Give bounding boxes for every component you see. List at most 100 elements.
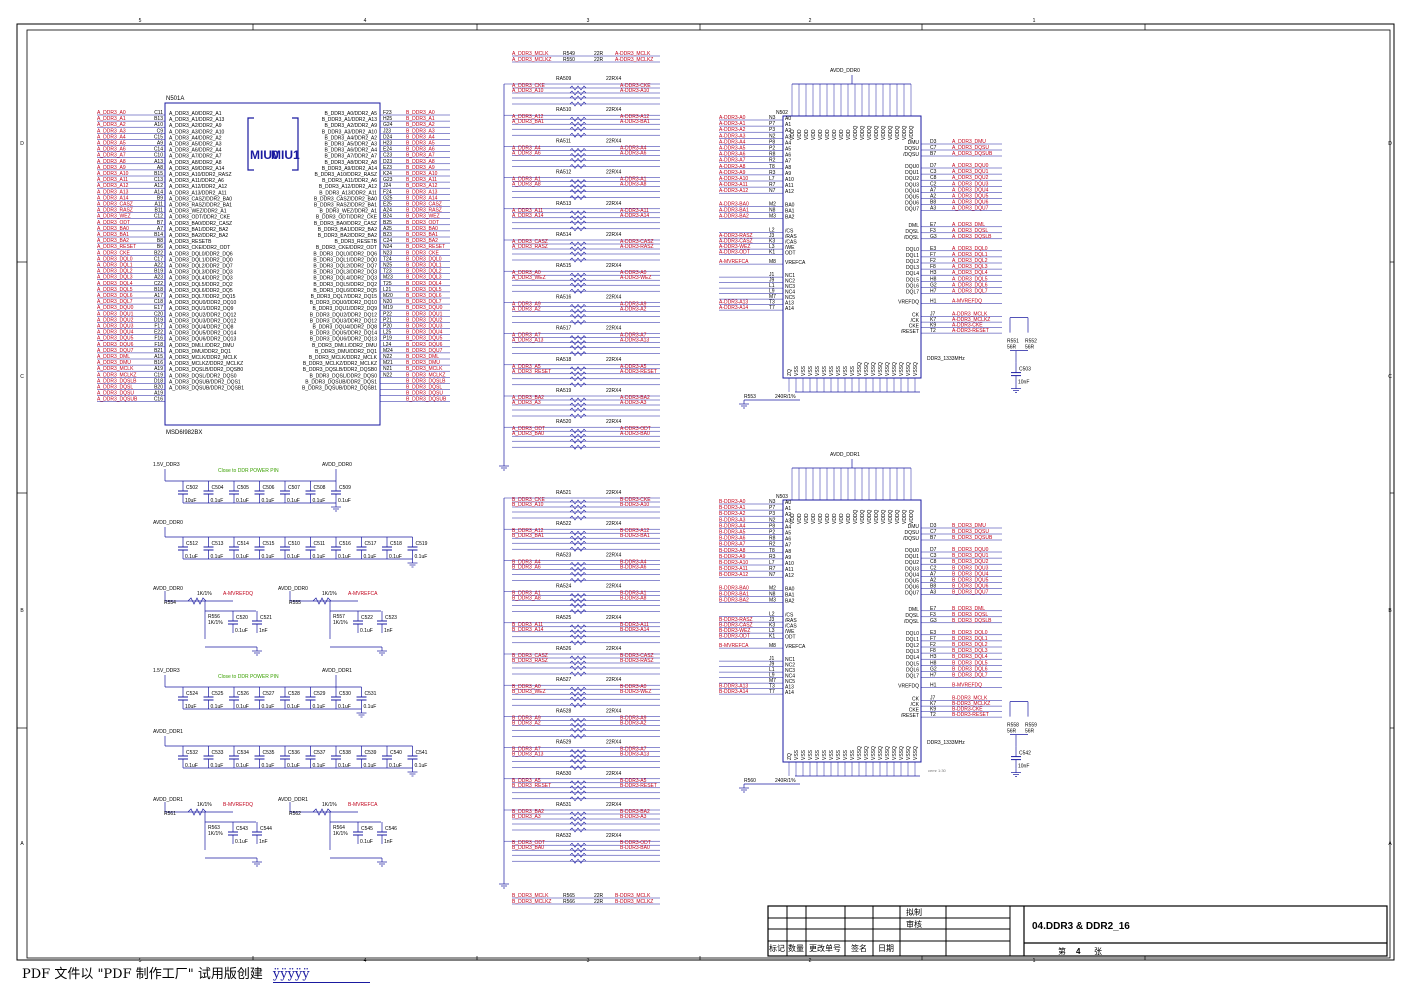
rpack-element	[569, 116, 587, 122]
cap-ref: C534	[237, 750, 249, 756]
chip-left-function: A1	[785, 506, 791, 512]
chip-left-function: VREFCA	[785, 260, 806, 266]
chip-right-pin: E7	[930, 606, 936, 612]
soc-right-net: B_DDR3_A9	[406, 165, 435, 171]
soc-right-net: B_DDR3_DQSU	[406, 391, 443, 397]
rpack-element	[569, 530, 587, 536]
chip-left-pin: P3	[769, 511, 775, 517]
chip-left-function: /WE	[785, 629, 795, 635]
supply-label: AVDD_DDR0	[153, 586, 183, 592]
chip-right-net: B_DDR3_DQSL	[952, 612, 988, 618]
soc-right-net: B_DDR3_A3	[406, 128, 435, 134]
chip-left-net: A-DDR3-WEZ	[719, 244, 750, 250]
soc-right-net: B_DDR3_CASZ	[406, 202, 442, 208]
soc-left-pin: A13	[154, 159, 163, 165]
soc-right-pin: F24	[383, 189, 392, 195]
rpack-ref: RA530	[556, 771, 572, 777]
soc-right-function: B_DDR3_A3/DDR2_A10	[322, 129, 378, 135]
soc-left-pin: B14	[154, 232, 163, 238]
chip-left-function: A4	[785, 524, 791, 530]
rpack-net-right: B-DDR3-A5	[620, 778, 647, 784]
chip-power-pin: VDDQ	[867, 125, 873, 140]
frame-col-label: 2	[809, 18, 812, 24]
chip-left-net: B-DDR3-WEZ	[719, 628, 750, 634]
soc-right-net: B_DDR3_DQL6	[406, 293, 442, 299]
zq-resistor-ref: R560	[744, 778, 756, 784]
chip-left-net: B-DDR3-A0	[719, 499, 746, 505]
rpack-value: 22RX4	[606, 357, 622, 363]
chip-left-net: A-DDR3-BA1	[719, 207, 749, 213]
rpack-ref: RA510	[556, 107, 572, 113]
chip-ref: N502	[776, 110, 788, 116]
chip-left-pin: J9	[769, 662, 775, 668]
soc-left-pin: B6	[157, 244, 163, 250]
soc-left-function: A_DDR3_RASZ/DDR2_BA1	[169, 203, 232, 209]
rpack-net-right: B-DDR3-BA2	[620, 809, 650, 815]
rpack-element	[569, 702, 587, 708]
rpack-net-right: B-DDR3-A13	[620, 752, 649, 758]
rpack-net-left: A_DDR3_BA1	[512, 119, 544, 125]
frame-col-label: 5	[139, 958, 142, 964]
chip-left-function: /CS	[785, 613, 794, 619]
soc-left-net: A_DDR3_A10	[97, 171, 129, 177]
soc-left-net: A_DDR3_A2	[97, 122, 126, 128]
rpack-element	[569, 827, 587, 833]
soc-right-function: B_DDR3_DQU5/DDR2_DQ14	[310, 331, 377, 337]
soc-right-function: B_DDR3_BA1/DDR2_BA2	[318, 227, 377, 233]
term-resistor-value: 56R	[1025, 729, 1035, 735]
frame-col-label: 3	[587, 18, 590, 24]
zq-resistor-value: 240R/1%	[775, 778, 796, 784]
soc-right-pin: N22	[383, 372, 392, 378]
soc-left-function: A_DDR3_DQL2/DDR2_DQ7	[169, 264, 233, 270]
chip-right-net: B-DDR3-CKE	[952, 707, 983, 713]
rpack-net-right: A-DDR3-A9	[620, 301, 647, 307]
chip-ground-pin: VSSQ	[892, 746, 898, 760]
rpack-net-left: B_DDR3_A9	[512, 715, 541, 721]
chip-left-pin: N8	[769, 207, 776, 213]
soc-right-net: B_DDR3_A8	[406, 159, 435, 165]
cap-ref: C530	[339, 691, 351, 697]
chip-right-function: DMU	[908, 524, 920, 530]
term-resistor-ref: R558	[1007, 723, 1019, 729]
resistor-value: 22R	[594, 893, 604, 899]
soc-right-pin: N25	[383, 263, 392, 269]
resistor-value: 1K/1%	[333, 831, 348, 837]
soc-left-net: A_DDR3_MCLKZ	[97, 372, 136, 378]
chip-right-net: B_DDR3_DQL4	[952, 654, 988, 660]
chip-left-function: A13	[785, 685, 794, 691]
chip-ground-pin: VSS	[794, 365, 800, 376]
rpack-element	[569, 727, 587, 733]
chip-left-function: /CAS	[785, 624, 797, 630]
rpack-net-left: A_DDR3_ODT	[512, 426, 545, 432]
term-resistor-value: 56R	[1007, 729, 1017, 735]
soc-left-function: A_DDR3_A13/DDR2_A11	[169, 190, 227, 196]
rpack-net-right: B-DDR3-A7	[620, 747, 647, 753]
rpack-element	[569, 629, 587, 635]
chip-left-pin: M8	[769, 643, 776, 649]
chip-right-function: DQU5	[905, 195, 919, 201]
chip-right-function: DML	[908, 223, 919, 229]
soc-left-net: A_DDR3_DQU3	[97, 324, 134, 330]
soc-left-net: A_DDR3_WEZ	[97, 214, 131, 220]
chip-left-function: NC5	[785, 295, 795, 301]
soc-right-function: B_DDR3_DQSLB/DDR2_DQSB0	[303, 367, 377, 373]
chip-right-net: A_DDR3_DQL7	[952, 289, 988, 295]
chip-power-pin: VDDQ	[881, 509, 887, 524]
chip-right-net: A_DDR3_DQL0	[952, 246, 988, 252]
rpack-net-left: A_DDR3_RASZ	[512, 244, 548, 250]
series-net-left: B_DDR3_MCLK	[512, 893, 549, 899]
cap-value: 0.1uF	[338, 704, 351, 710]
soc-left-pin: C10	[154, 153, 163, 159]
chip-supply: AVDD_DDR1	[830, 452, 860, 458]
chip-power-pin: VDD	[797, 513, 803, 524]
chip-right-pin: F2	[930, 642, 936, 648]
resistor-value: 22R	[594, 57, 604, 63]
chip-right-net: A_DDR3_DQL2	[952, 258, 988, 264]
drawn-label: 拟制	[906, 907, 922, 917]
rpack-net-right: B-DDR3-CASZ	[620, 653, 654, 659]
revision-header: 更改单号	[809, 943, 841, 953]
supply-label: AVDD_DDR0	[278, 586, 308, 592]
soc-left-net: A_DDR3_DQL1	[97, 263, 133, 269]
term-resistor-ref: R552	[1025, 339, 1037, 345]
chip-ground-pin: ZQ	[787, 753, 793, 760]
